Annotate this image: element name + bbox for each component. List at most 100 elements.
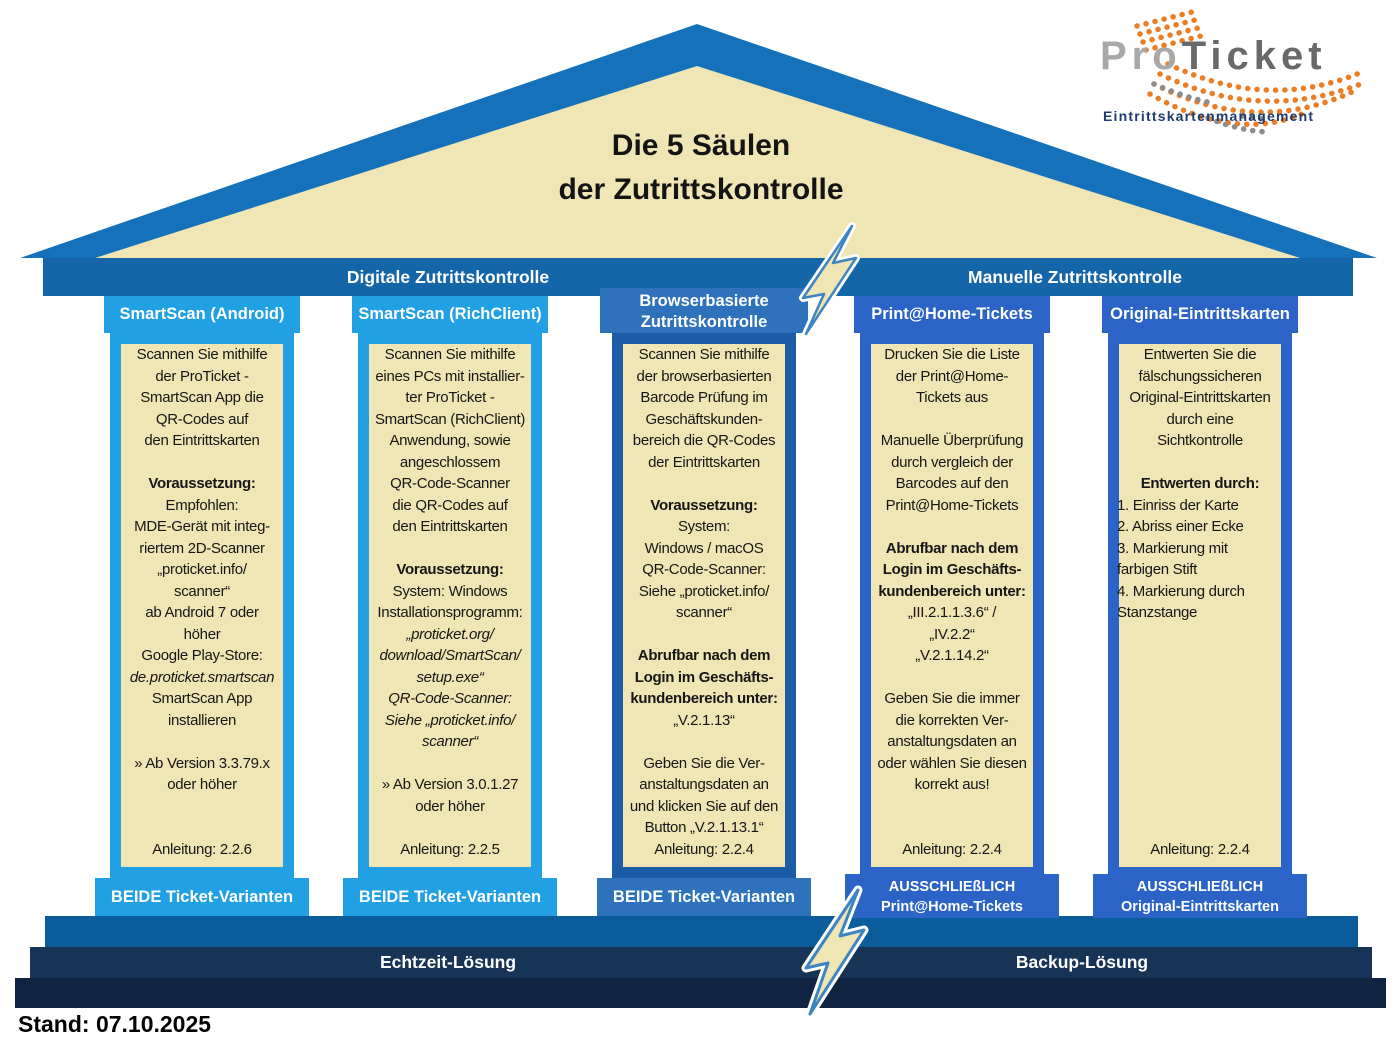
pillar-base: BEIDE Ticket-Varianten — [95, 878, 309, 916]
pillar-text-line: Anleitung: 2.2.5 — [400, 840, 500, 858]
pillar-text-line — [1111, 731, 1289, 753]
pillar-text-line — [615, 624, 793, 646]
pillar-text-line — [863, 516, 1041, 538]
proticket-logo: ProTicket — [1100, 34, 1327, 79]
pillar-text-line: » Ab Version 3.0.1.27 — [381, 776, 519, 793]
pillar-base-label: Print@Home-Tickets — [881, 899, 1023, 915]
pillar-text-line: SmartScan App die — [140, 389, 264, 406]
pillar-text-line: MDE-Gerät mit integ- — [134, 518, 270, 535]
pillar-text-line: Empfohlen: — [165, 496, 239, 514]
pillar-base-label: AUSSCHLIEßLICH — [888, 879, 1016, 895]
pillar-text-line: Barcode Prüfung im — [640, 389, 768, 406]
pillar-text-line: Stanzstange — [1117, 604, 1198, 621]
poster-title-line1: Die 5 Säulen — [611, 129, 791, 162]
pillar-text-line: download/SmartScan/ — [379, 647, 521, 664]
footer-step-middle: Echtzeit-Lösung Backup-Lösung — [30, 947, 1372, 978]
pillar-text-line: die QR-Codes auf — [392, 496, 508, 514]
pillar-text-line: durch eine — [1166, 410, 1234, 428]
pillar-text-line — [113, 796, 291, 818]
pillar-text-line: angeschlossem — [399, 453, 501, 471]
pillar-capital-label: Zutrittskontrolle — [640, 313, 768, 331]
pillar-text-line: Scannen Sie mithilfe — [136, 346, 268, 363]
pillar-text-line: anstaltungsdaten an — [887, 733, 1017, 750]
pillar-text-line: Tickets aus — [915, 389, 988, 406]
logo-ticket-text: Ticket — [1181, 34, 1327, 78]
pillar-base-label: BEIDE Ticket-Varianten — [358, 888, 542, 906]
pillar-text-line: durch vergleich der — [891, 453, 1013, 471]
pillar-capital: Original-Eintrittskarten — [1102, 296, 1298, 333]
pillar-base-label: AUSSCHLIEßLICH — [1136, 879, 1264, 895]
pillar-text-line: Anwendung, sowie — [389, 432, 511, 449]
pillar-text-line — [1111, 688, 1289, 710]
pillar-text-line: Voraussetzung: — [650, 496, 758, 514]
pillar-text-line: 4. Markierung durch — [1117, 582, 1245, 600]
pillar-text-line — [1111, 710, 1289, 732]
pillar-text-line: Anleitung: 2.2.4 — [654, 840, 754, 858]
pillar-base-label: BEIDE Ticket-Varianten — [110, 888, 294, 906]
pillar-text-line: Scannen Sie mithilfe — [384, 346, 516, 363]
pillar-capital: SmartScan (Android) — [104, 296, 300, 333]
pillar-capital: Print@Home-Tickets — [854, 296, 1050, 333]
pillar-text-line: Print@Home-Tickets — [885, 496, 1019, 514]
pillar-capital-label: SmartScan (Android) — [119, 305, 285, 323]
poster-title-line2: der Zutrittskontrolle — [558, 173, 844, 206]
pillar-text-line: Button „V.2.1.13.1“ — [644, 819, 764, 836]
pillar-text-line — [1111, 667, 1289, 689]
pillar-text-line: farbigen Stift — [1117, 561, 1198, 578]
pillar-original-eintrittskarten: Original-Eintrittskarten Entwerten Sie d… — [1093, 288, 1307, 928]
pillar-text-line — [1111, 796, 1289, 818]
footer-step-bottom — [15, 978, 1386, 1008]
logo-pro-text: Pro — [1100, 34, 1182, 78]
pillar-text-line: System: — [677, 518, 731, 535]
pillar-text-line — [1111, 452, 1289, 474]
pillar-text-line: QR-Code-Scanner: — [642, 561, 766, 578]
pillar-smartscan-richclient: SmartScan (RichClient) Scannen Sie mithi… — [343, 288, 557, 928]
pillar-text-line: Drucken Sie die Liste — [884, 346, 1020, 363]
pillar-text-line: Windows / macOS — [644, 539, 764, 557]
pillar-text-line: fälschungssicheren — [1138, 367, 1262, 385]
pillar-capital-label: Original-Eintrittskarten — [1110, 305, 1290, 323]
pillar-text-line: scanner“ — [676, 604, 732, 621]
pillar-text-line — [615, 731, 793, 753]
pillar-text-line: Sichtkontrolle — [1157, 432, 1243, 449]
pillar-text-line: oder wählen Sie diesen — [877, 754, 1027, 772]
pillar-text-line: anstaltungsdaten an — [639, 776, 769, 793]
pillar-text-line: der Eintrittskarten — [648, 453, 760, 471]
pillar-text-line — [863, 409, 1041, 431]
pillar-base-label: Original-Eintrittskarten — [1121, 899, 1279, 915]
pillar-text-line: scanner“ — [174, 582, 230, 600]
pillar-smartscan-android: SmartScan (Android) Scannen Sie mithilfe… — [95, 288, 309, 928]
pillar-text-line: Siehe „proticket.info/ — [384, 711, 516, 729]
pillar-text-line: Entwerten Sie die — [1143, 346, 1257, 363]
pillar-text-line: Entwerten durch: — [1140, 475, 1260, 492]
pillar-base: BEIDE Ticket-Varianten — [597, 878, 811, 916]
pillar-text-line: 3. Markierung mit — [1117, 539, 1228, 557]
pillar-text-line: Anleitung: 2.2.6 — [152, 840, 252, 858]
pillar-text-line: setup.exe“ — [416, 668, 484, 686]
pillar-text-line: System: Windows — [392, 582, 508, 600]
pillar-text-line: „V.2.1.13“ — [673, 711, 735, 729]
pillar-text-line — [113, 452, 291, 474]
pillar-text-line — [1111, 774, 1289, 796]
pillar-base: AUSSCHLIEßLICH Original-Eintrittskarten — [1093, 874, 1307, 918]
pillar-base: BEIDE Ticket-Varianten — [343, 878, 557, 916]
pillar-text-line: und klicken Sie auf den — [629, 797, 779, 815]
pillar-text-line: » Ab Version 3.3.79.x — [134, 754, 270, 772]
pillar-text-line: korrekt aus! — [914, 776, 990, 793]
pillar-text-line — [361, 817, 539, 839]
pillar-capital-label: Print@Home-Tickets — [871, 305, 1033, 323]
pillar-text-line: den Eintrittskarten — [144, 432, 260, 449]
pillar-text-line — [1111, 624, 1289, 646]
pillar-text-line: der browserbasierten — [636, 367, 772, 385]
pillar-text-line: bereich die QR-Codes — [632, 432, 776, 449]
pillar-text-line: installieren — [167, 711, 237, 729]
pillar-text-line: scanner“ — [422, 733, 478, 750]
pillar-text-line: „IV.2.2“ — [929, 625, 975, 643]
